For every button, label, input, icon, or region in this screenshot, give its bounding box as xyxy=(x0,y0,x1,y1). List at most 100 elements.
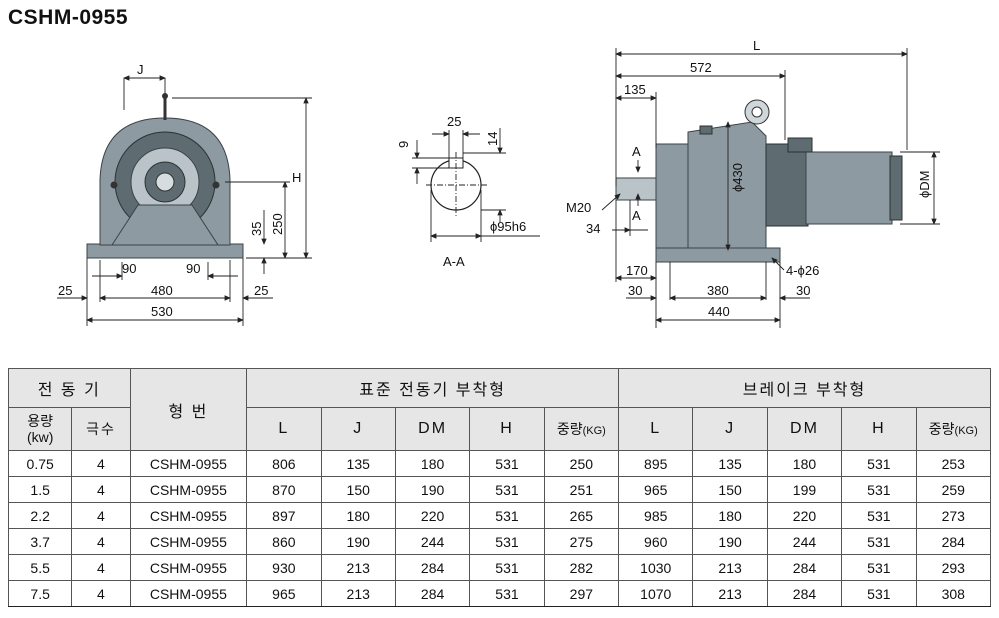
dim-34: 34 xyxy=(586,221,600,236)
cell-brk-weight: 259 xyxy=(915,476,992,503)
dim-25a: 25 xyxy=(58,283,72,298)
cell-model: CSHM-0955 xyxy=(129,554,248,581)
cell-std-weight: 265 xyxy=(543,502,620,529)
front-base-plate xyxy=(86,243,244,259)
header-standard: 표준 전동기 부착형 xyxy=(246,368,620,408)
cell-kw: 5.5 xyxy=(7,554,73,581)
side-dimensions: L 572 135 ϕ430 ϕDM A A M20 34 170 4-ϕ26 xyxy=(566,38,940,328)
cell-std-J: 213 xyxy=(320,580,396,607)
dim-572: 572 xyxy=(690,60,712,75)
cell-std-H: 531 xyxy=(469,528,545,555)
side-base xyxy=(655,247,781,263)
dim-key-25: 25 xyxy=(447,114,461,129)
cell-kw: 0.75 xyxy=(7,450,73,477)
cell-std-DM: 180 xyxy=(394,450,471,477)
section-mark-top: A xyxy=(632,144,641,159)
cell-model: CSHM-0955 xyxy=(129,580,248,607)
header-brk-J: J xyxy=(692,407,768,451)
cell-model: CSHM-0955 xyxy=(129,450,248,477)
cell-std-H: 531 xyxy=(469,580,545,607)
cell-brk-J: 213 xyxy=(692,554,768,581)
cell-pole: 4 xyxy=(71,476,131,503)
page-title: CSHM-0955 xyxy=(8,6,129,29)
cell-model: CSHM-0955 xyxy=(129,502,248,529)
dim-135: 135 xyxy=(624,82,646,97)
cell-brk-H: 531 xyxy=(841,580,917,607)
cell-std-weight: 251 xyxy=(543,476,620,503)
header-poles: 극수 xyxy=(71,407,131,451)
dim-30a: 30 xyxy=(628,283,642,298)
cell-brk-weight: 293 xyxy=(915,554,992,581)
front-dimensions: J H 250 35 90 90 25 480 25 530 xyxy=(57,62,312,326)
cell-pole: 4 xyxy=(71,528,131,555)
cell-std-DM: 284 xyxy=(394,580,471,607)
cell-std-J: 135 xyxy=(320,450,396,477)
header-std-H: H xyxy=(469,407,545,451)
header-capacity: 용량(kw) xyxy=(7,407,73,451)
cell-std-L: 806 xyxy=(246,450,322,477)
cell-std-weight: 297 xyxy=(543,580,620,607)
cell-pole: 4 xyxy=(71,502,131,529)
cell-std-J: 180 xyxy=(320,502,396,529)
cell-brk-L: 1030 xyxy=(618,554,694,581)
cell-std-weight: 250 xyxy=(543,450,620,477)
header-brk-weight: 중량(KG) xyxy=(915,407,992,451)
cell-std-DM: 284 xyxy=(394,554,471,581)
table-row: 7.5 4 CSHM-0955 965 213 284 531 297 1070… xyxy=(7,580,992,607)
dim-9: 9 xyxy=(396,141,411,148)
dim-250: 250 xyxy=(270,213,285,235)
cell-std-L: 870 xyxy=(246,476,322,503)
dim-L: L xyxy=(753,38,760,53)
header-brk-H: H xyxy=(841,407,917,451)
output-shaft xyxy=(615,177,659,201)
dim-H: H xyxy=(292,170,301,185)
cell-brk-DM: 199 xyxy=(766,476,843,503)
cell-model: CSHM-0955 xyxy=(129,476,248,503)
dim-M20: M20 xyxy=(566,200,591,215)
dim-DM: ϕDM xyxy=(917,171,932,199)
cell-brk-H: 531 xyxy=(841,502,917,529)
cell-brk-weight: 308 xyxy=(915,580,992,607)
cell-pole: 4 xyxy=(71,554,131,581)
table-row: 5.5 4 CSHM-0955 930 213 284 531 282 1030… xyxy=(7,554,992,581)
dim-380: 380 xyxy=(707,283,729,298)
cell-std-DM: 190 xyxy=(394,476,471,503)
dim-440: 440 xyxy=(708,304,730,319)
cell-brk-H: 531 xyxy=(841,554,917,581)
cell-std-H: 531 xyxy=(469,554,545,581)
side-housing xyxy=(687,121,767,253)
cell-std-L: 930 xyxy=(246,554,322,581)
table-row: 1.5 4 CSHM-0955 870 150 190 531 251 965 … xyxy=(7,476,992,503)
cell-brk-J: 135 xyxy=(692,450,768,477)
cell-pole: 4 xyxy=(71,450,131,477)
cell-brk-DM: 220 xyxy=(766,502,843,529)
cell-std-H: 531 xyxy=(469,450,545,477)
header-std-J: J xyxy=(320,407,396,451)
header-brake: 브레이크 부착형 xyxy=(618,368,991,408)
dim-holes: 4-ϕ26 xyxy=(786,263,819,278)
cell-std-DM: 220 xyxy=(394,502,471,529)
cell-brk-L: 1070 xyxy=(618,580,694,607)
cell-brk-H: 531 xyxy=(841,476,917,503)
motor-body xyxy=(805,151,893,225)
dim-35: 35 xyxy=(249,222,264,236)
header-brk-DM: DM xyxy=(766,407,843,451)
header-std-weight: 중량(KG) xyxy=(543,407,620,451)
side-view xyxy=(615,99,903,263)
cell-std-weight: 275 xyxy=(543,528,620,555)
cell-std-J: 213 xyxy=(320,554,396,581)
cell-brk-weight: 253 xyxy=(915,450,992,477)
cell-brk-DM: 284 xyxy=(766,580,843,607)
cell-model: CSHM-0955 xyxy=(129,528,248,555)
table-row: 3.7 4 CSHM-0955 860 190 244 531 275 960 … xyxy=(7,528,992,555)
cell-brk-weight: 273 xyxy=(915,502,992,529)
header-brk-L: L xyxy=(618,407,694,451)
header-std-DM: DM xyxy=(394,407,471,451)
cell-kw: 1.5 xyxy=(7,476,73,503)
cell-std-DM: 244 xyxy=(394,528,471,555)
dim-25b: 25 xyxy=(254,283,268,298)
cell-brk-weight: 284 xyxy=(915,528,992,555)
cell-brk-L: 960 xyxy=(618,528,694,555)
cell-std-J: 150 xyxy=(320,476,396,503)
cell-kw: 2.2 xyxy=(7,502,73,529)
